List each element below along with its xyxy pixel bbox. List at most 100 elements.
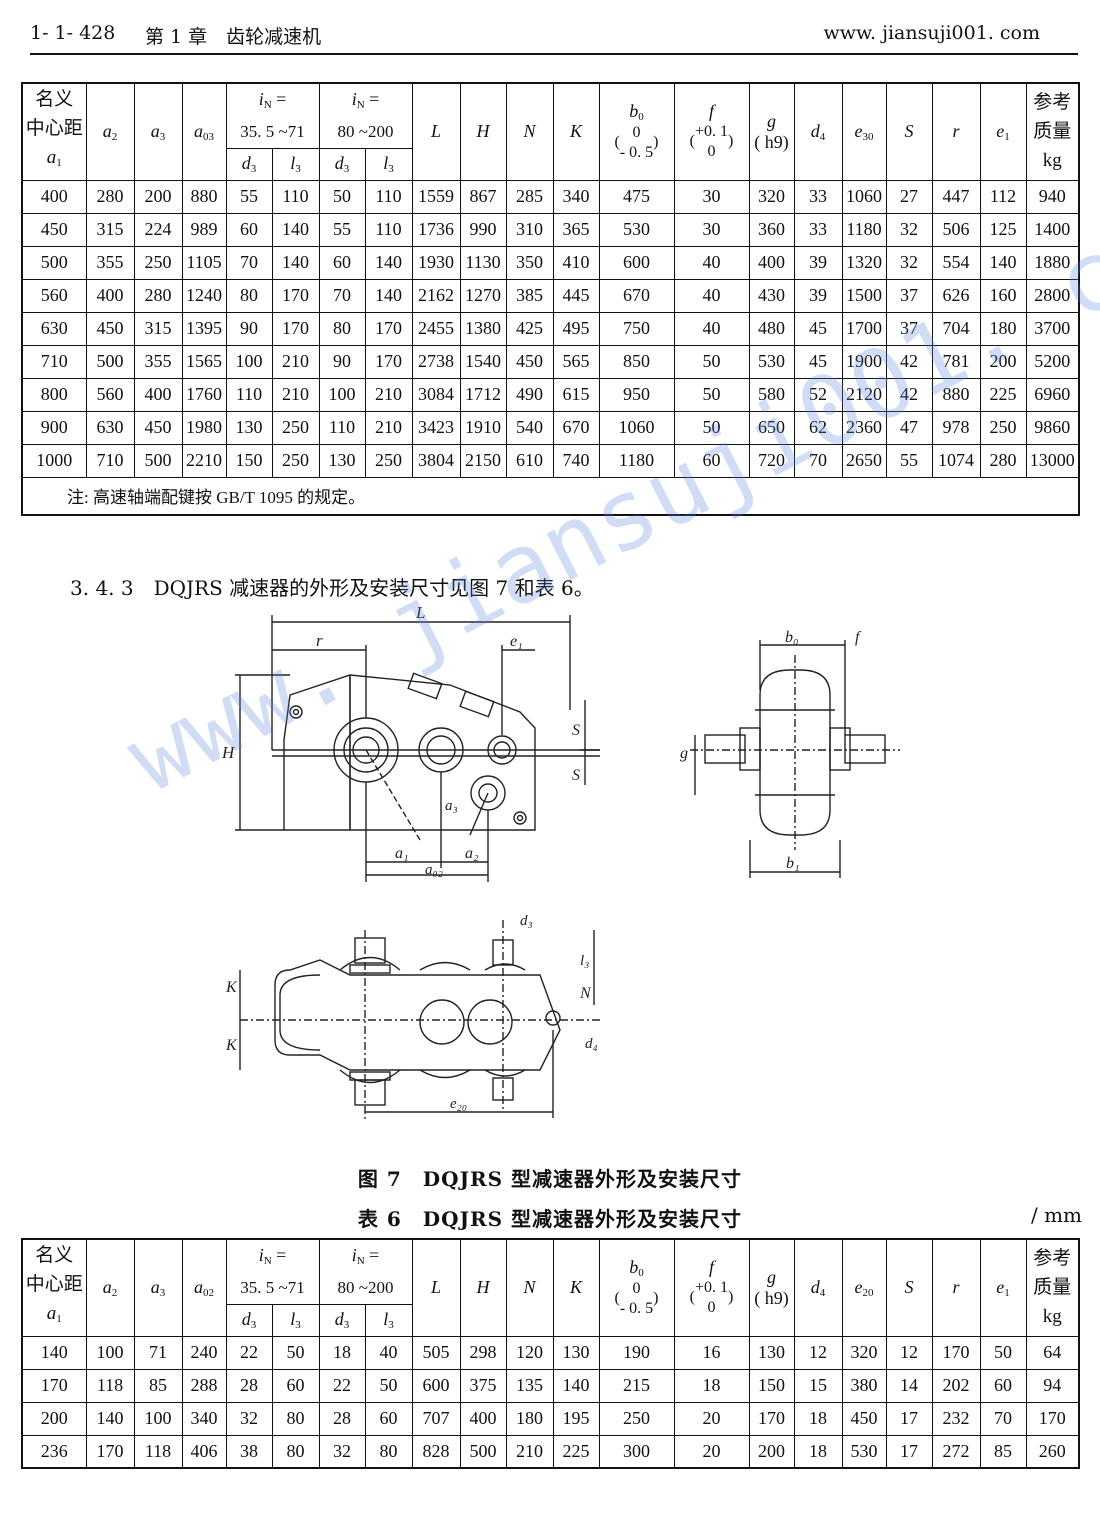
table-cell: 40 — [673, 311, 750, 346]
table-cell: 9860 — [1025, 410, 1080, 445]
table-cell: 47 — [885, 410, 933, 445]
table-cell: 310 — [505, 212, 554, 247]
label-S1: S — [572, 722, 580, 739]
col-d3-2: d3 — [318, 1303, 366, 1337]
table-cell: 280 — [979, 443, 1027, 478]
table-cell: 360 — [748, 212, 795, 247]
table-cell: 27 — [885, 179, 933, 214]
table-cell: 200 — [133, 179, 183, 214]
page-number: 1- 1- 428 — [30, 22, 116, 44]
table-cell: 170 — [364, 344, 413, 379]
col-N: N — [505, 82, 554, 181]
table-cell: 140 — [85, 1401, 135, 1436]
table-cell: 989 — [181, 212, 227, 247]
label-r: r — [316, 631, 323, 650]
table-cell: 2120 — [841, 377, 887, 412]
label-K2: K — [225, 1037, 238, 1054]
table-cell: 505 — [411, 1335, 461, 1370]
label-a2: a₂ — [465, 845, 479, 862]
table-cell: 1540 — [459, 344, 507, 379]
table-cell: 450 — [21, 212, 87, 247]
table-cell: 2800 — [1025, 278, 1080, 313]
table-cell: 6960 — [1025, 377, 1080, 412]
table-cell: 425 — [505, 311, 554, 346]
table-cell: 20 — [673, 1434, 750, 1469]
table-cell: 135 — [505, 1368, 554, 1403]
table-cell: 90 — [318, 344, 366, 379]
table-cell: 37 — [885, 278, 933, 313]
table-cell: 240 — [181, 1335, 227, 1370]
col-H: H — [459, 1238, 507, 1337]
label-a1: a₁ — [395, 845, 409, 862]
table-cell: 32 — [885, 245, 933, 280]
col-d4: d4 — [793, 82, 843, 181]
table-cell: 978 — [931, 410, 981, 445]
table-cell: 475 — [598, 179, 675, 214]
col-iN-2: iN = — [318, 82, 413, 116]
table-cell: 202 — [931, 1368, 981, 1403]
table-cell: 3804 — [411, 443, 461, 478]
table-cell: 288 — [181, 1368, 227, 1403]
col-r: r — [931, 1238, 981, 1337]
table-cell: 1074 — [931, 443, 981, 478]
col-d4: d4 — [793, 1238, 843, 1337]
table-cell: 210 — [364, 410, 413, 445]
table-cell: 1712 — [459, 377, 507, 412]
col-l3-1: l3 — [271, 1303, 320, 1337]
table-cell: 450 — [505, 344, 554, 379]
table-cell: 300 — [598, 1434, 675, 1469]
label-g: g — [680, 745, 688, 762]
table-cell: 50 — [364, 1368, 413, 1403]
table-cell: 90 — [225, 311, 273, 346]
col-g: g( h9) — [748, 82, 795, 181]
table-cell: 1395 — [181, 311, 227, 346]
col-l3-1: l3 — [271, 147, 320, 181]
table-cell: 55 — [225, 179, 273, 214]
table-cell: 2150 — [459, 443, 507, 478]
table-cell: 380 — [841, 1368, 887, 1403]
table-cell: 800 — [21, 377, 87, 412]
table-cell: 1060 — [598, 410, 675, 445]
col-e30: e30 — [841, 82, 887, 181]
table-cell: 100 — [318, 377, 366, 412]
table-cell: 224 — [133, 212, 183, 247]
table-cell: 70 — [979, 1401, 1027, 1436]
table-cell: 50 — [673, 377, 750, 412]
table-cell: 100 — [133, 1401, 183, 1436]
table-cell: 120 — [505, 1335, 554, 1370]
col-d3-1: d3 — [225, 1303, 273, 1337]
table-cell: 64 — [1025, 1335, 1080, 1370]
table-cell: 375 — [459, 1368, 507, 1403]
table-cell: 350 — [505, 245, 554, 280]
label-N: N — [579, 985, 592, 1002]
table-cell: 13000 — [1025, 443, 1080, 478]
table-cell: 55 — [318, 212, 366, 247]
table-cell: 118 — [85, 1368, 135, 1403]
table-cell: 500 — [21, 245, 87, 280]
table-cell: 12 — [885, 1335, 933, 1370]
table-cell: 130 — [748, 1335, 795, 1370]
table-cell: 100 — [85, 1335, 135, 1370]
table-cell: 250 — [598, 1401, 675, 1436]
table-cell: 406 — [181, 1434, 227, 1469]
table-cell: 355 — [85, 245, 135, 280]
table-cell: 250 — [364, 443, 413, 478]
table-cell: 315 — [133, 311, 183, 346]
table-cell: 565 — [552, 344, 600, 379]
col-d3-1: d3 — [225, 147, 273, 181]
col-d3-2: d3 — [318, 147, 366, 181]
figure-caption: 图 7 DQJRS 型减速器外形及安装尺寸 — [357, 1167, 743, 1191]
table-cell: 150 — [748, 1368, 795, 1403]
table-cell: 200 — [748, 1434, 795, 1469]
table-cell: 110 — [364, 179, 413, 214]
col-K: K — [552, 82, 600, 181]
